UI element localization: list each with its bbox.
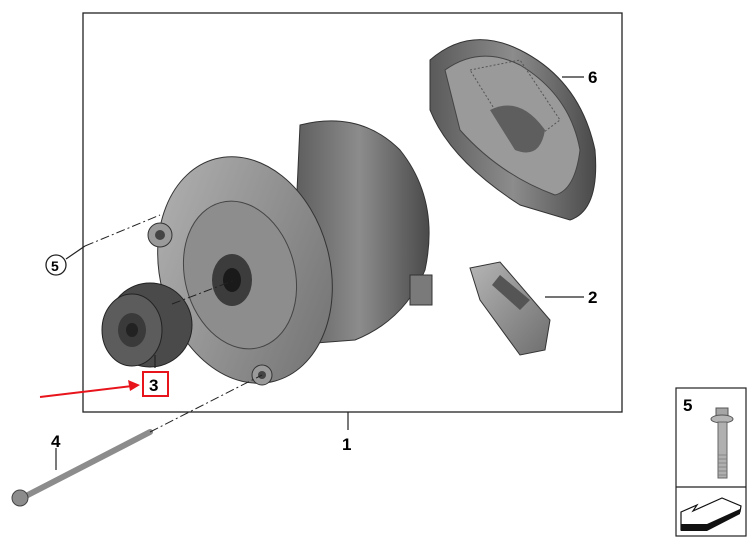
- assembly-frame: [82, 12, 623, 413]
- long-bolt-part[interactable]: [11, 429, 153, 507]
- inset-bolt-image: [710, 407, 734, 479]
- callout-5-circle: [45, 254, 67, 276]
- callout-3[interactable]: 3: [149, 376, 158, 395]
- callout-6[interactable]: 6: [588, 68, 597, 87]
- cover-part[interactable]: [429, 39, 597, 221]
- callout-1[interactable]: 1: [342, 435, 351, 454]
- direction-arrow-icon: [680, 497, 742, 531]
- highlight-box: [142, 371, 169, 397]
- red-arrow-icon: [39, 380, 140, 398]
- callout-2[interactable]: 2: [588, 288, 597, 307]
- callout-4[interactable]: 4: [51, 432, 61, 451]
- pulley-part[interactable]: [101, 282, 193, 368]
- inset-panel: 5: [675, 387, 747, 537]
- alternator-part[interactable]: [133, 120, 433, 403]
- regulator-part[interactable]: [469, 261, 551, 356]
- inset-label: 5: [683, 396, 692, 415]
- callout-5[interactable]: 5: [51, 258, 59, 274]
